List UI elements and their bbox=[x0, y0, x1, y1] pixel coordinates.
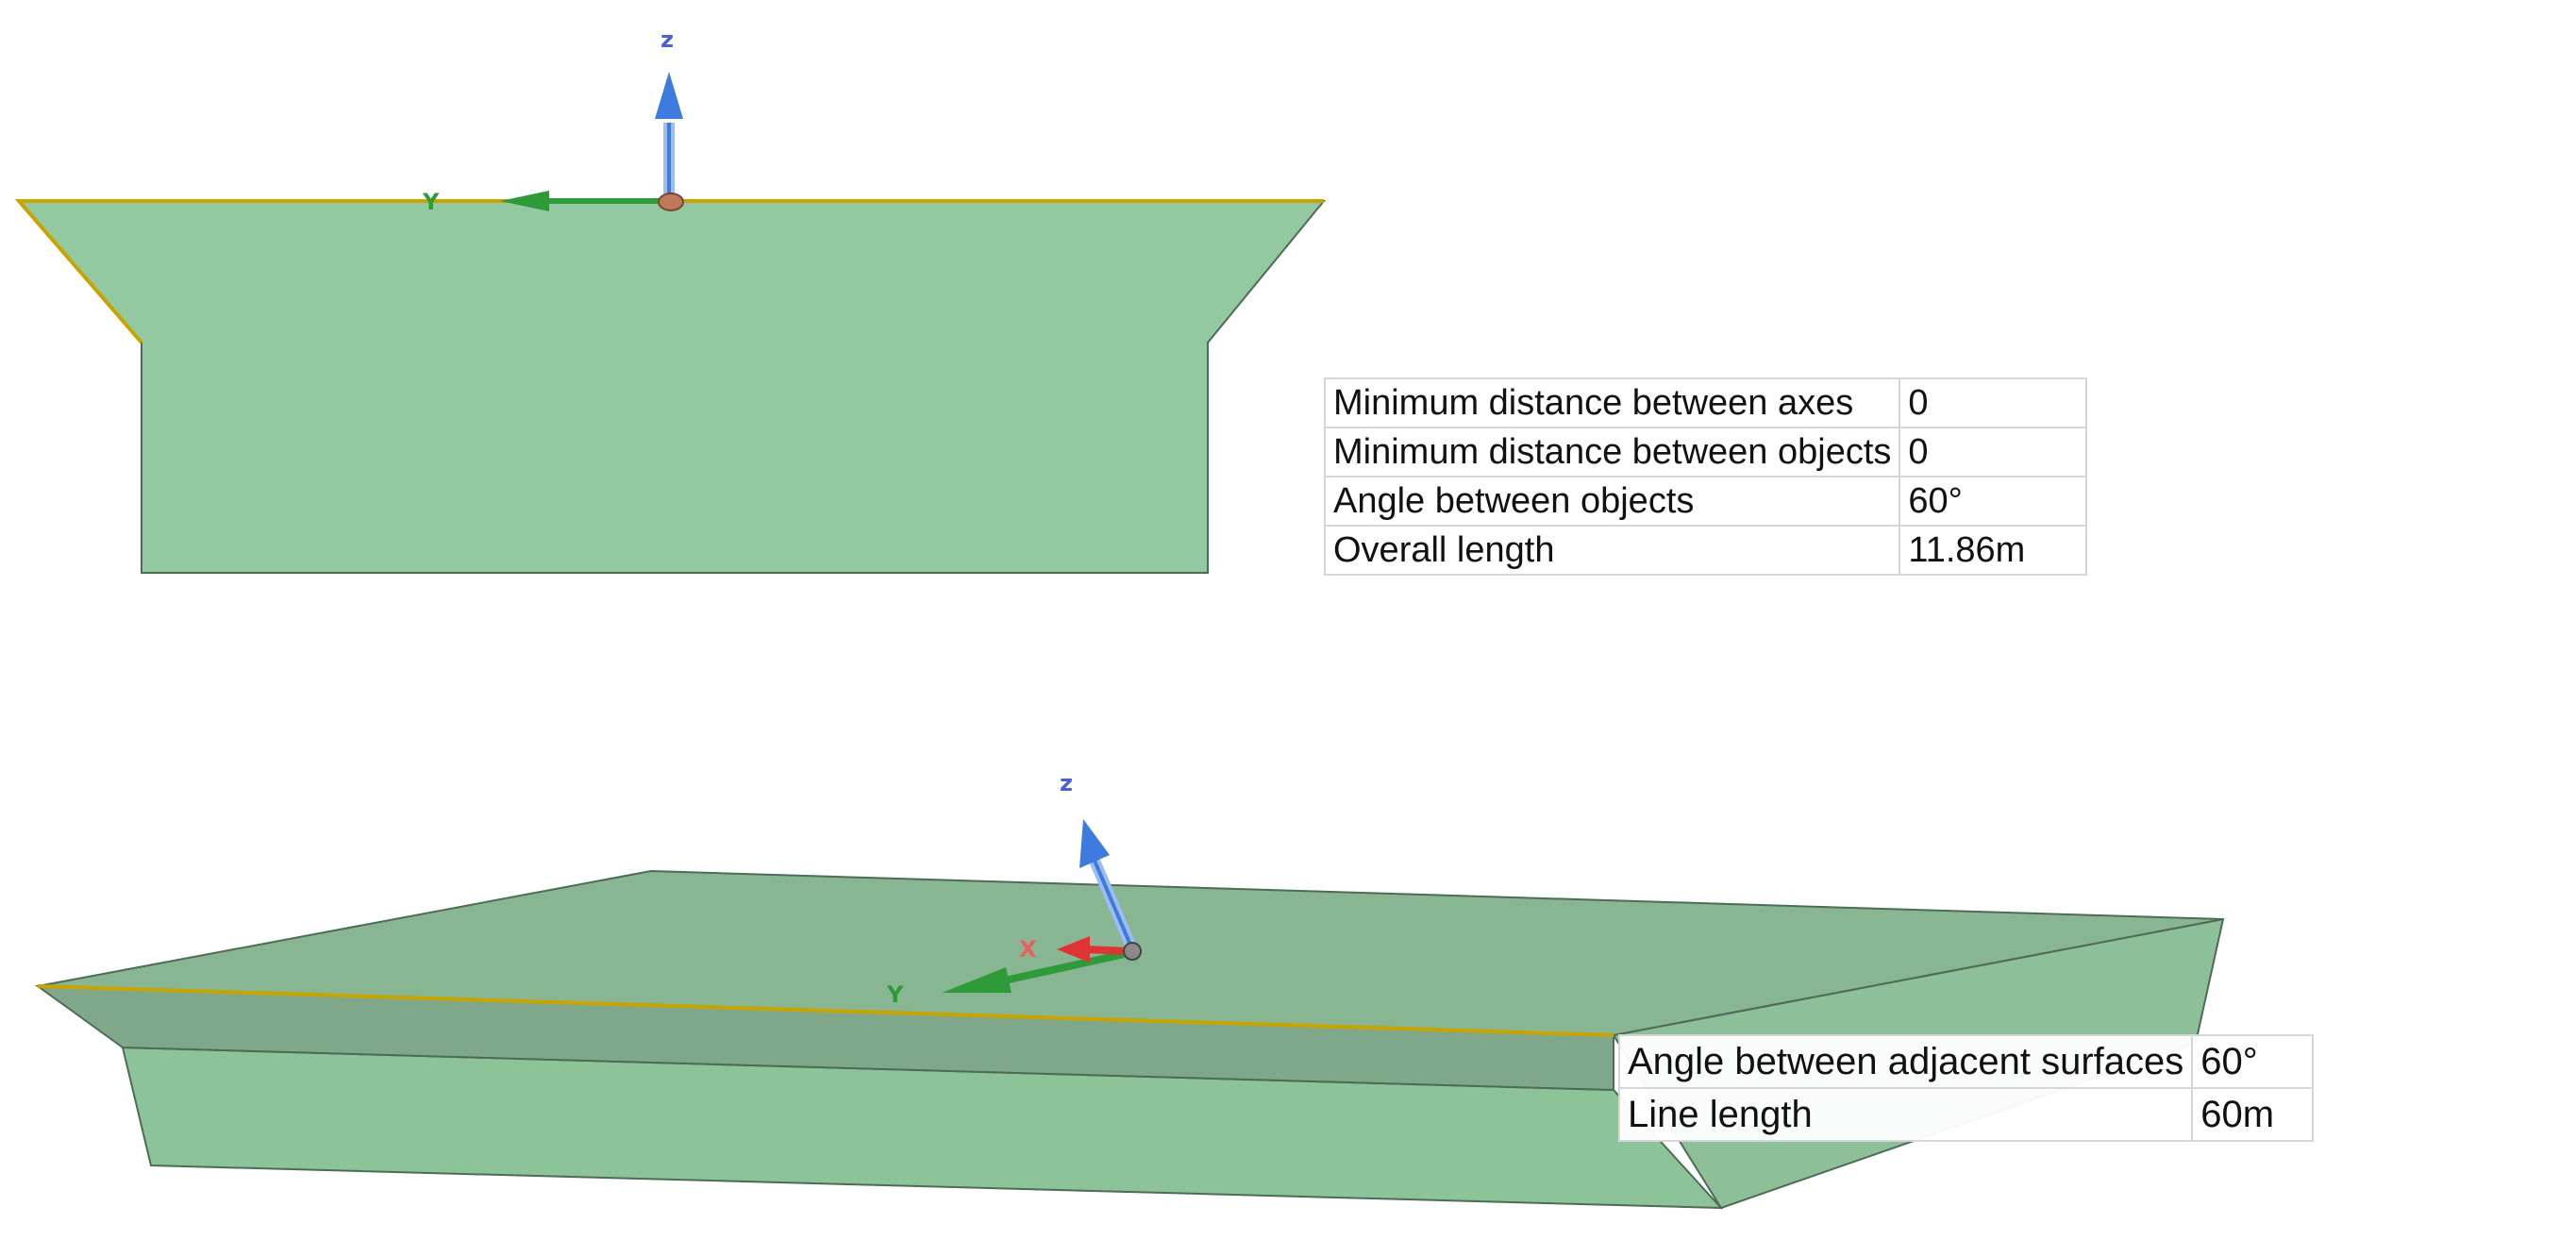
measurement-label: Overall length bbox=[1323, 525, 1901, 576]
table-row: Overall length 11.86m bbox=[1323, 525, 2088, 576]
measurement-value: 60° bbox=[2191, 1034, 2315, 1089]
table-row: Minimum distance between objects 0 bbox=[1323, 427, 2088, 478]
y-arrow-icon bbox=[942, 967, 1012, 993]
x-axis-label: X bbox=[1019, 936, 1037, 963]
measurement-value: 60° bbox=[1899, 476, 2088, 527]
axis-triad-front: z Y bbox=[422, 26, 684, 215]
y-arrow-icon bbox=[500, 191, 549, 211]
z-arrow-icon bbox=[1079, 819, 1110, 868]
table-row: Minimum distance between axes 0 bbox=[1323, 377, 2088, 428]
table-row: Line length 60m bbox=[1617, 1087, 2315, 1142]
z-arrow-icon bbox=[655, 72, 683, 119]
measurement-label: Minimum distance between objects bbox=[1323, 427, 1901, 478]
y-axis-label: Y bbox=[886, 981, 904, 1008]
axis-triad-perspective: z Y X bbox=[886, 770, 1142, 1008]
measurement-value: 60m bbox=[2191, 1087, 2315, 1142]
y-axis bbox=[547, 198, 670, 204]
measurement-label: Minimum distance between axes bbox=[1323, 377, 1901, 428]
highlighted-edge[interactable] bbox=[14, 199, 1324, 344]
front-view: z Y bbox=[14, 26, 1327, 574]
perspective-view: z Y X bbox=[34, 770, 2225, 1210]
table-row: Angle between objects 60° bbox=[1323, 476, 2088, 527]
table-row: Angle between adjacent surfaces 60° bbox=[1617, 1034, 2315, 1089]
section-solid[interactable] bbox=[16, 200, 1327, 574]
measurement-label: Angle between objects bbox=[1323, 476, 1901, 527]
origin-marker bbox=[658, 193, 684, 211]
measurement-value: 0 bbox=[1899, 377, 2088, 428]
measurement-value: 11.86m bbox=[1899, 525, 2088, 576]
z-axis-label: z bbox=[1060, 770, 1073, 796]
measurement-table-perspective: Angle between adjacent surfaces 60° Line… bbox=[1617, 1034, 2315, 1142]
measurement-value: 0 bbox=[1899, 427, 2088, 478]
measurement-table-front: Minimum distance between axes 0 Minimum … bbox=[1323, 377, 2088, 576]
measurement-label: Line length bbox=[1617, 1087, 2194, 1142]
x-arrow-icon bbox=[1057, 936, 1090, 963]
highlighted-edge-perspective[interactable] bbox=[37, 984, 1614, 1037]
measurement-label: Angle between adjacent surfaces bbox=[1617, 1034, 2194, 1089]
x-axis bbox=[1084, 946, 1129, 955]
z-axis-label: z bbox=[661, 26, 674, 53]
y-axis bbox=[999, 949, 1129, 985]
y-axis-label: Y bbox=[422, 189, 440, 215]
origin-marker bbox=[1123, 942, 1142, 961]
